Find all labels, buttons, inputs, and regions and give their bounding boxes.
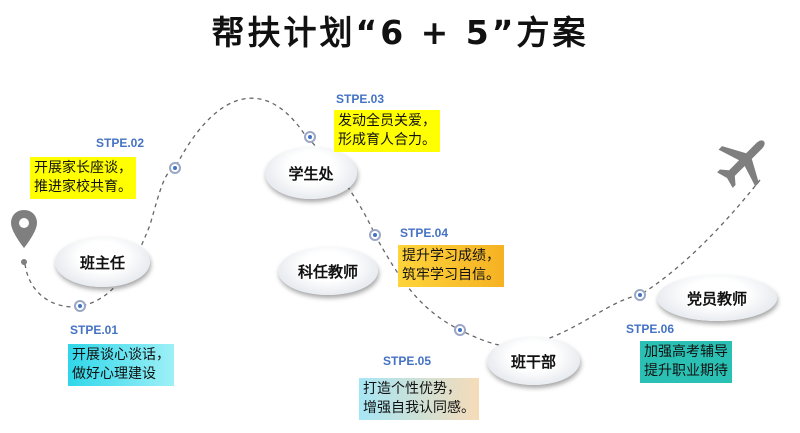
page-title: 帮扶计划“6 + 5”方案: [211, 13, 589, 52]
step-text-line: 打造个性优势，: [363, 381, 461, 397]
dot-marker-icon: [454, 324, 466, 336]
step-label-01: STPE.01: [70, 323, 119, 337]
step-label-05: STPE.05: [383, 354, 432, 368]
location-pin-icon: [8, 208, 40, 274]
node-class-cadre: 班干部: [487, 337, 580, 385]
step-text-line: 开展家长座谈，: [34, 160, 132, 176]
step-text-line: 增强自我认同感。: [363, 400, 475, 416]
step-label-03: STPE.03: [336, 92, 385, 106]
step-label-06: STPE.06: [626, 322, 675, 336]
node-class-teacher: 班主任: [55, 237, 150, 287]
step-text-05: 打造个性优势， 增强自我认同感。: [359, 378, 479, 420]
step-label-04: STPE.04: [400, 226, 449, 240]
step-text-06: 加强高考辅导 提升职业期待: [640, 341, 732, 383]
step-label-02: STPE.02: [96, 136, 145, 150]
waypoint-dots: [74, 131, 646, 336]
node-party-teacher: 党员教师: [657, 275, 777, 321]
step-text-line: 筑牢学习自信。: [402, 267, 500, 283]
step-text-line: 开展谈心谈话，: [72, 347, 170, 363]
step-text-line: 形成育人合力。: [338, 132, 436, 148]
node-subject-teacher: 科任教师: [278, 247, 378, 295]
step-text-line: 提升职业期待: [644, 363, 728, 379]
step-text-line: 提升学习成绩，: [402, 248, 500, 264]
dot-marker-icon: [369, 229, 381, 241]
step-text-02: 开展家长座谈， 推进家校共育。: [30, 157, 136, 199]
dot-marker-icon: [304, 131, 316, 143]
step-text-04: 提升学习成绩， 筑牢学习自信。: [398, 245, 504, 287]
step-text-03: 发动全员关爱， 形成育人合力。: [334, 110, 440, 152]
step-text-line: 推进家校共育。: [34, 179, 132, 195]
step-text-line: 做好心理建设: [72, 366, 156, 382]
step-text-01: 开展谈心谈话， 做好心理建设: [68, 344, 174, 386]
node-student-office: 学生处: [265, 147, 357, 199]
dot-marker-icon: [169, 162, 181, 174]
dot-marker-icon: [634, 289, 646, 301]
airplane-icon: [713, 130, 775, 196]
dot-marker-icon: [74, 300, 86, 312]
step-text-line: 加强高考辅导: [644, 344, 728, 360]
step-text-line: 发动全员关爱，: [338, 113, 436, 129]
